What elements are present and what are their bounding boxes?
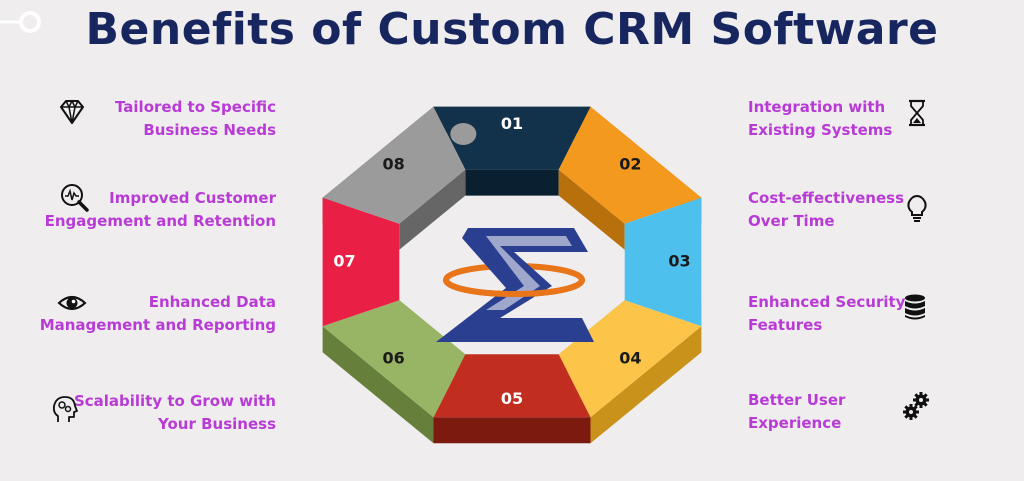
- segment-number-05: 05: [501, 389, 523, 408]
- head-gears-icon: [52, 396, 78, 422]
- segment-number-01: 01: [501, 114, 523, 133]
- corner-decoration-icon: [0, 11, 41, 33]
- diamond-icon: [60, 99, 84, 124]
- segment-side-05: [433, 417, 591, 444]
- segment-07: [322, 197, 400, 327]
- segment-03: [624, 197, 702, 327]
- segment-08: [322, 106, 466, 224]
- segment-number-07: 07: [333, 252, 355, 271]
- benefit-8-line-2: Experience: [748, 414, 842, 432]
- segment-inner-wall-01: [465, 169, 559, 196]
- magnifier-chart-icon: [61, 184, 89, 212]
- segment-06: [322, 300, 466, 418]
- benefit-8-line-1: Better User: [748, 391, 846, 409]
- benefit-3-label: Enhanced Data Management and Reporting: [40, 291, 276, 337]
- segment-01: [433, 106, 591, 170]
- benefit-2-line-2: Engagement and Retention: [44, 212, 276, 230]
- benefit-3-line-2: Management and Reporting: [39, 316, 276, 334]
- benefit-1-label: Tailored to Specific Business Needs: [115, 96, 276, 142]
- lightbulb-icon: [907, 194, 927, 222]
- octagon-segments: [322, 106, 702, 418]
- benefit-3-line-1: Enhanced Data: [148, 293, 276, 311]
- benefit-7-line-2: Features: [748, 316, 823, 334]
- benefit-8-label: Better User Experience: [748, 389, 845, 435]
- logo-sigma: [436, 228, 594, 342]
- segment-number-04: 04: [619, 349, 641, 368]
- benefit-7-line-1: Enhanced Security: [748, 293, 906, 311]
- segment-number-02: 02: [619, 154, 641, 173]
- benefit-5-line-1: Integration with: [748, 98, 886, 116]
- segment-number-06: 06: [382, 349, 404, 368]
- segment-number-03: 03: [668, 252, 690, 271]
- benefit-7-label: Enhanced Security Features: [748, 291, 905, 337]
- segment-04: [558, 300, 702, 418]
- gears-icon: [903, 392, 929, 420]
- benefit-6-line-1: Cost-effectiveness: [748, 189, 904, 207]
- hourglass-icon: [909, 99, 925, 127]
- benefit-4-label: Scalability to Grow with Your Business: [74, 390, 276, 436]
- benefit-2-label: Improved Customer Engagement and Retenti…: [45, 187, 276, 233]
- eye-icon: [57, 295, 87, 311]
- benefit-5-line-2: Existing Systems: [748, 121, 893, 139]
- logo-ring-front: [443, 279, 585, 297]
- segment-numbers: 01 02 03 04 05 06 07 08: [333, 114, 690, 408]
- benefit-1-line-2: Business Needs: [143, 121, 276, 139]
- benefit-4-line-2: Your Business: [158, 415, 276, 433]
- segment-inner-wall-08: [399, 169, 466, 250]
- segment-side-04: [590, 326, 702, 444]
- benefit-1-line-1: Tailored to Specific: [115, 98, 276, 116]
- center-logo-icon: [436, 228, 594, 342]
- segment-05: [433, 354, 591, 418]
- segment-inner-wall-02: [558, 169, 625, 250]
- benefit-2-line-1: Improved Customer: [109, 189, 276, 207]
- segment-number-08: 08: [382, 154, 404, 173]
- benefit-6-label: Cost-effectiveness Over Time: [748, 187, 904, 233]
- segment-side-06: [322, 326, 434, 444]
- database-icon: [905, 294, 925, 320]
- logo-sigma-highlight: [486, 236, 572, 310]
- page-title: Benefits of Custom CRM Software: [85, 4, 939, 55]
- segment-02: [558, 106, 702, 224]
- benefit-5-label: Integration with Existing Systems: [748, 96, 892, 142]
- puzzle-knob-08: [450, 123, 477, 145]
- benefit-6-line-2: Over Time: [748, 212, 835, 230]
- benefit-4-line-1: Scalability to Grow with: [73, 392, 276, 410]
